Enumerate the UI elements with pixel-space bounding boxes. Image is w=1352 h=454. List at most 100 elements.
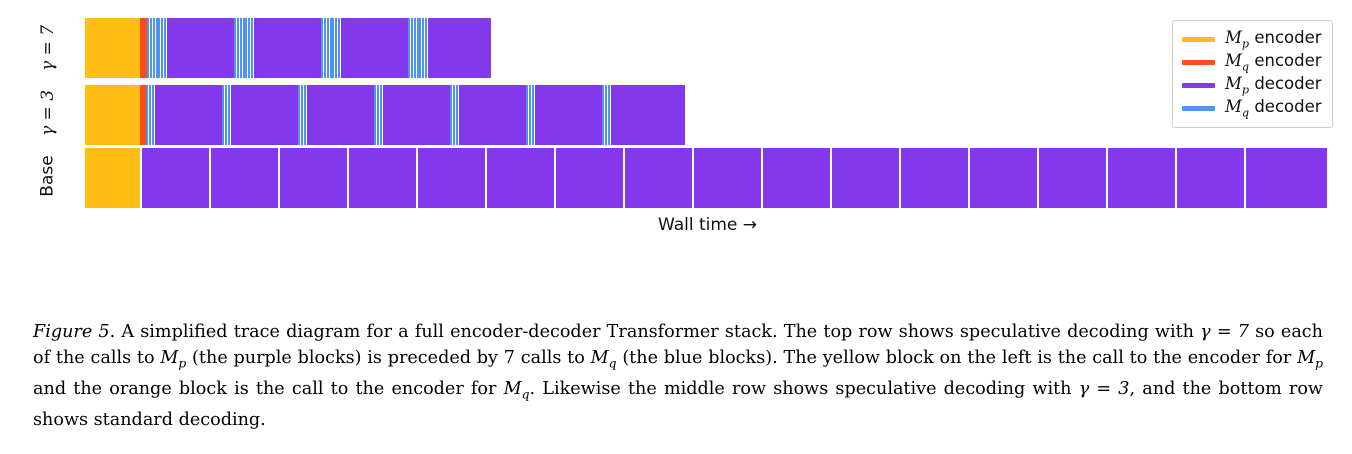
caption-mp-1: Mp	[160, 347, 187, 371]
mq-decoder-block	[450, 85, 453, 145]
legend-item-mp-decoder[interactable]: Mp decoder	[1182, 74, 1322, 97]
trace-row-base	[85, 148, 1327, 208]
caption-text-7: , and the bottom row shows standard deco…	[33, 378, 1323, 430]
mq-decoder-block	[147, 18, 149, 78]
mp-decoder-block	[167, 18, 234, 78]
mq-decoder-block	[416, 18, 419, 78]
mq-decoder-block	[374, 85, 377, 145]
legend-label-mq-encoder: Mq encoder	[1225, 51, 1322, 74]
mp-decoder-block	[487, 148, 554, 208]
mp-decoder-block	[383, 85, 450, 145]
mq-decoder-block	[242, 18, 245, 78]
y-tick-gamma-3: γ = 3	[18, 90, 78, 136]
mp-decoder-block	[254, 18, 321, 78]
legend-item-mp-encoder[interactable]: Mp encoder	[1182, 28, 1322, 51]
mq-decoder-block-group	[298, 85, 307, 145]
caption-text-4: (the blue blocks). The yellow block on t…	[616, 347, 1298, 368]
legend-label-mp-decoder: Mp decoder	[1225, 74, 1322, 97]
mp-decoder-block	[611, 85, 685, 145]
mq-decoder-block	[236, 18, 239, 78]
mp-decoder-block	[307, 85, 374, 145]
mq-decoder-block	[408, 18, 410, 78]
mp-decoder-block	[694, 148, 761, 208]
mq-decoder-block-group	[602, 85, 611, 145]
mq-decoder-block	[155, 18, 158, 78]
legend-swatch-mq-encoder	[1182, 60, 1215, 65]
caption-text-6: . Likewise the middle row shows speculat…	[529, 378, 1079, 399]
mp-decoder-block	[970, 148, 1037, 208]
mq-decoder-block	[605, 85, 608, 145]
mq-decoder-block	[332, 18, 335, 78]
caption-text-5: and the orange block is the call to the …	[33, 378, 504, 399]
mq-decoder-block	[158, 18, 161, 78]
legend-math-symbol: Mq	[1225, 97, 1250, 120]
mp-decoder-block	[1246, 148, 1327, 208]
mq-decoder-block	[526, 85, 529, 145]
mq-encoder-block	[140, 85, 146, 145]
mq-decoder-block	[326, 18, 329, 78]
mq-decoder-block	[329, 18, 332, 78]
mp-encoder-block	[85, 85, 140, 145]
mp-decoder-block	[1177, 148, 1244, 208]
legend-math-symbol: Mq	[1225, 51, 1250, 74]
mq-decoder-block	[529, 85, 532, 145]
mp-decoder-block	[535, 85, 602, 145]
caption-mp-2: Mp	[1297, 347, 1323, 371]
mp-decoder-block	[142, 148, 209, 208]
legend-math-symbol: Mp	[1225, 74, 1250, 97]
legend-math-symbol: Mp	[1225, 28, 1250, 51]
mq-decoder-block	[161, 18, 164, 78]
mq-decoder-block-group	[222, 85, 231, 145]
trace-row-gamma-3	[85, 85, 685, 145]
mq-decoder-block	[602, 85, 605, 145]
legend-label-mq-decoder: Mq decoder	[1225, 97, 1322, 120]
mq-decoder-block	[456, 85, 459, 145]
mp-decoder-block	[418, 148, 485, 208]
mp-decoder-block	[349, 148, 416, 208]
mp-decoder-block	[341, 18, 408, 78]
mp-decoder-block	[556, 148, 623, 208]
mq-decoder-block	[222, 85, 225, 145]
mq-decoder-block	[338, 18, 341, 78]
mq-decoder-block	[164, 18, 167, 78]
caption-mq-2: Mq	[503, 378, 530, 402]
mq-decoder-block	[323, 18, 326, 78]
mq-decoder-block	[149, 18, 152, 78]
mp-decoder-block	[763, 148, 830, 208]
caption-text-3: (the purple blocks) is preceded by 7 cal…	[186, 347, 591, 368]
mp-decoder-block	[459, 85, 526, 145]
legend-item-mq-decoder[interactable]: Mq decoder	[1182, 97, 1322, 120]
caption-text-1: . A simplified trace diagram for a full …	[109, 322, 1201, 342]
mq-decoder-block	[304, 85, 307, 145]
mq-decoder-block	[532, 85, 535, 145]
mq-decoder-block-group	[408, 18, 428, 78]
mp-decoder-block	[832, 148, 899, 208]
mp-encoder-block	[85, 148, 140, 208]
mq-decoder-block	[413, 18, 416, 78]
legend-label-mp-encoder: Mp encoder	[1225, 28, 1322, 51]
mq-decoder-block	[453, 85, 456, 145]
mp-decoder-block	[231, 85, 298, 145]
legend-item-mq-encoder[interactable]: Mq encoder	[1182, 51, 1322, 74]
mq-decoder-block	[234, 18, 236, 78]
y-tick-gamma-7-label: γ = 7	[38, 24, 58, 72]
mq-decoder-block	[410, 18, 413, 78]
mq-decoder-block	[380, 85, 383, 145]
trace-row-gamma-7	[85, 18, 491, 78]
x-axis-label: Wall time →	[657, 215, 758, 235]
mq-decoder-block	[301, 85, 304, 145]
legend-swatch-mq-decoder	[1182, 106, 1215, 111]
mq-decoder-block-group	[526, 85, 535, 145]
y-tick-gamma-3-label: γ = 3	[38, 89, 58, 137]
mp-encoder-block	[85, 18, 140, 78]
mp-decoder-block	[155, 85, 222, 145]
mq-decoder-block	[152, 18, 155, 78]
mq-encoder-block	[140, 18, 147, 78]
mq-decoder-block-group	[450, 85, 459, 145]
mq-decoder-block-group	[146, 85, 155, 145]
mq-decoder-block	[239, 18, 242, 78]
mq-decoder-block	[298, 85, 301, 145]
mq-decoder-block	[321, 18, 323, 78]
